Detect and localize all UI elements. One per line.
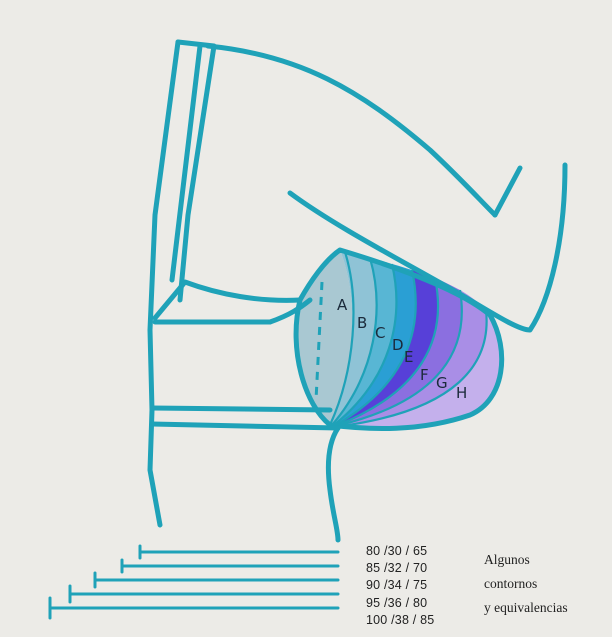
arm-end-line — [495, 168, 520, 215]
cup-letter-d: D — [392, 336, 404, 354]
measure-lines — [50, 546, 338, 618]
torso-front-line — [328, 428, 338, 540]
cup-letter-a: A — [337, 296, 348, 314]
back-line — [150, 42, 178, 525]
underband-bottom — [152, 424, 338, 428]
cup-letter-f: F — [420, 366, 429, 384]
note-line-3: y equivalencias — [484, 600, 568, 616]
measurement-row-1: 80 /30 / 65 — [366, 544, 427, 558]
measurement-row-3: 90 /34 / 75 — [366, 578, 427, 592]
cup-letter-b: B — [357, 314, 367, 332]
cup-letter-c: C — [375, 324, 385, 342]
arm-upper-line — [208, 46, 495, 215]
measurement-row-5: 100 /38 / 85 — [366, 613, 434, 627]
underband-top — [152, 408, 330, 410]
bra-side-top — [155, 282, 300, 318]
measurement-row-2: 85 /32 / 70 — [366, 561, 427, 575]
cup-letter-h: H — [456, 384, 467, 402]
cup-letter-e: E — [404, 348, 413, 366]
note-line-2: contornos — [484, 576, 537, 592]
note-line-1: Algunos — [484, 552, 530, 568]
cup-letter-g: G — [436, 374, 448, 392]
measurement-row-4: 95 /36 / 80 — [366, 596, 427, 610]
